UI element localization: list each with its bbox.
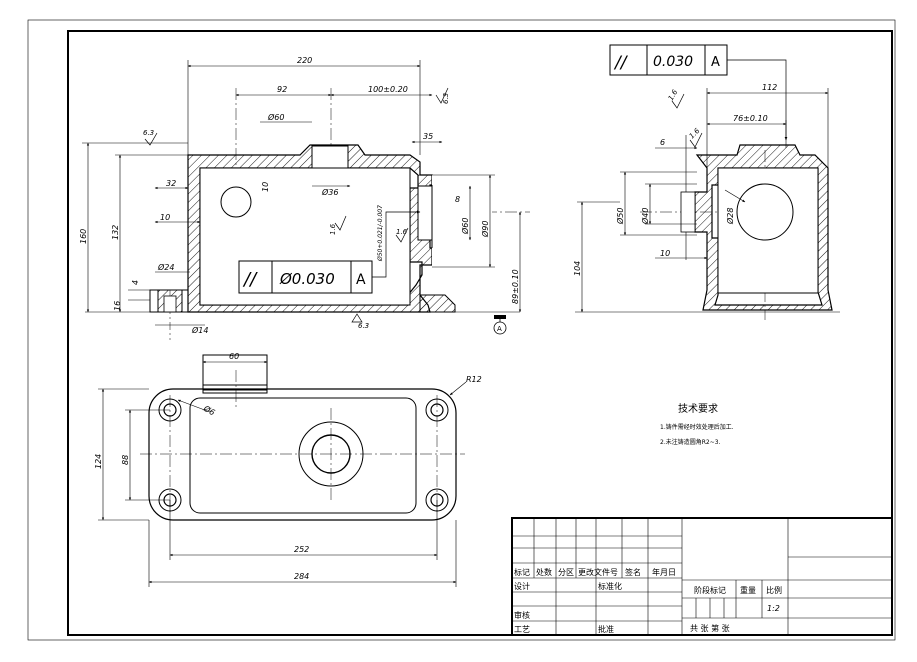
technical-notes: 技术要求 1.铸件需经时效处理后加工. 2.未注铸造圆角R2~3. (660, 402, 734, 446)
roughness-1: 6.3 (143, 129, 154, 137)
dim-252: 252 (294, 545, 309, 554)
tb-standardize: 标准化 (598, 581, 622, 591)
notes-title: 技术要求 (678, 402, 718, 415)
dim-35: 35 (423, 132, 433, 141)
tb-header-sign: 签名 (625, 567, 641, 577)
dim-24: Ø24 (157, 262, 174, 272)
tb-design: 设计 (514, 581, 530, 591)
side-view-dimensions (577, 88, 829, 313)
dim-10-wall-b: 10 (261, 182, 270, 192)
dim-124: 124 (94, 454, 103, 469)
tb-stage-mark: 阶段标记 (694, 585, 726, 595)
dim-6: 6 (660, 138, 665, 147)
tolerance-frame-side: // 0.030 A (609, 44, 788, 141)
dim-132: 132 (111, 225, 120, 240)
tolerance-value-side: 0.030 (653, 54, 693, 70)
tb-header-count: 处数 (536, 567, 552, 577)
dim-50-side: Ø50 (615, 208, 625, 225)
tolerance-symbol-side: // (613, 53, 629, 73)
side-view-dimension-labels: 112 76±0.10 6 Ø50 Ø40 Ø28 10 104 (573, 83, 777, 276)
dim-92: 92 (277, 85, 287, 94)
front-view-dimensions (82, 60, 522, 326)
tb-approve: 批准 (598, 624, 614, 634)
dim-10-wall: 10 (160, 213, 170, 222)
tolerance-datum-front: A (356, 272, 366, 288)
title-block (511, 517, 893, 636)
tb-header-change: 更改文件号 (578, 567, 618, 577)
roughness-6: 1.6 (667, 88, 680, 102)
dim-100: 100±0.20 (368, 85, 408, 94)
dim-4: 4 (131, 280, 140, 285)
roughness-symbols: 6.3 6.3 6.3 1.6 1.6 1.6 1.6 (143, 87, 703, 330)
dim-104: 104 (573, 261, 582, 276)
dim-50-fit: Ø50+0.021/-0.007 (377, 205, 384, 262)
tb-header-date: 年月日 (652, 567, 676, 577)
dim-88: 88 (121, 455, 130, 465)
front-section-view (85, 88, 530, 340)
roughness-5: 1.6 (396, 228, 408, 236)
roughness-4: 1.6 (329, 223, 337, 235)
top-view (140, 354, 465, 521)
tolerance-datum-side: A (711, 55, 720, 70)
notes-line-1: 1.铸件需经时效处理后加工. (660, 423, 734, 431)
notes-line-2: 2.未注铸造圆角R2~3. (660, 438, 721, 446)
dim-6-hole: Ø6 (201, 403, 217, 418)
roughness-3: 6.3 (358, 322, 369, 330)
dim-16: 16 (113, 301, 122, 311)
drawing-frame (67, 30, 893, 636)
tb-scale-label: 比例 (766, 585, 782, 595)
dim-32: 32 (166, 179, 176, 188)
dim-160: 160 (79, 229, 88, 244)
dim-76: 76±0.10 (733, 114, 768, 123)
tolerance-symbol-front: // (242, 269, 258, 290)
dim-10-side: 10 (660, 249, 670, 258)
top-view-dimensions (98, 360, 467, 587)
dim-60-side: Ø60 (460, 218, 470, 235)
dim-60-top: Ø60 (267, 112, 284, 122)
tb-check: 审核 (514, 610, 530, 620)
tb-process: 工艺 (514, 625, 530, 634)
datum-a-marker: A (493, 315, 507, 335)
roughness-2: 6.3 (442, 93, 450, 104)
side-section-view (575, 135, 840, 320)
dim-284: 284 (294, 572, 309, 581)
dim-112: 112 (762, 83, 777, 92)
tolerance-value-front: Ø0.030 (279, 270, 335, 288)
dim-r12: R12 (466, 375, 482, 384)
tb-header-mark: 标记 (514, 567, 530, 577)
dim-14: Ø14 (191, 325, 208, 335)
datum-a-label: A (497, 325, 502, 333)
tb-sheets: 共 张 第 张 (690, 623, 730, 633)
front-view-dimension-labels: 220 92 100±0.20 32 35 Ø60 Ø36 10 10 8 Ø5… (79, 56, 520, 335)
dim-90: Ø90 (480, 221, 490, 238)
tb-weight: 重量 (740, 585, 756, 595)
outer-border (27, 19, 896, 641)
dim-8: 8 (455, 195, 460, 204)
title-block-text: 标记 处数 分区 更改文件号 签名 年月日 设计 标准化 审核 工艺 批准 阶段… (514, 567, 782, 634)
dim-89: 89±0.10 (511, 269, 520, 304)
tb-header-zone: 分区 (558, 568, 574, 577)
dim-36: Ø36 (321, 187, 338, 197)
dim-28: Ø28 (725, 208, 735, 225)
tolerance-frame-front: // Ø0.030 A (238, 210, 421, 294)
top-view-dimension-labels: 60 R12 Ø6 124 88 252 284 (94, 352, 482, 581)
dim-220: 220 (297, 56, 312, 65)
tb-scale-value: 1:2 (767, 604, 780, 613)
dim-40: Ø40 (640, 208, 650, 225)
dim-60-boss: 60 (229, 352, 239, 361)
